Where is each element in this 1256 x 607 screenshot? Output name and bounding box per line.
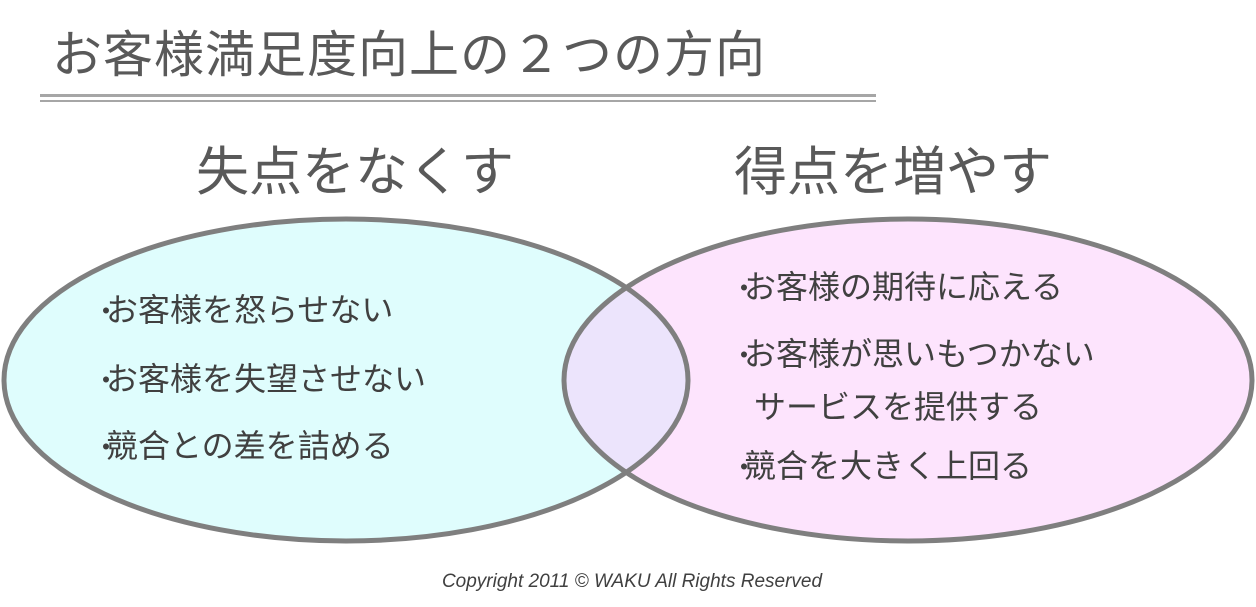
copyright-notice: Copyright 2011 © WAKU All Rights Reserve… [441, 571, 823, 592]
page-title: お客様満足度向上の２つの方向 [52, 26, 766, 84]
left-ellipse [4, 219, 688, 541]
left-list-item: ・お客様を怒らせない [92, 290, 393, 332]
right-item-text: お客様が思いもつかない [744, 335, 1095, 373]
right-list-item-continuation: サービスを提供する [754, 387, 1042, 427]
bullet: ・ [730, 272, 759, 305]
left-heading: 失点をなくす [196, 142, 514, 203]
left-item-text: お客様を失望させない [106, 360, 427, 398]
right-list-item: ・お客様が思いもつかない [730, 334, 1095, 376]
right-ellipse-outline [561, 216, 1255, 544]
left-item-text: 競合との差を詰める [106, 427, 394, 465]
right-item-text: 競合を大きく上回る [744, 447, 1033, 485]
bullet: ・ [730, 339, 759, 372]
right-ellipse [564, 219, 1252, 541]
bullet: ・ [92, 364, 121, 397]
right-item-text: お客様の期待に応える [744, 268, 1064, 306]
left-list-item: ・お客様を失望させない [92, 359, 426, 401]
left-item-text: お客様を怒らせない [106, 291, 394, 329]
right-item-text: サービスを提供する [754, 388, 1043, 426]
title-underline [40, 94, 876, 102]
left-list-item: ・競合との差を詰める [92, 426, 394, 468]
right-heading: 得点を増やす [734, 142, 1052, 203]
bullet: ・ [92, 295, 121, 328]
bullet: ・ [92, 431, 121, 464]
right-list-item: ・競合を大きく上回る [730, 446, 1032, 488]
bullet: ・ [730, 451, 759, 484]
left-ellipse-outline [1, 216, 691, 544]
right-list-item: ・お客様の期待に応える [730, 267, 1063, 309]
